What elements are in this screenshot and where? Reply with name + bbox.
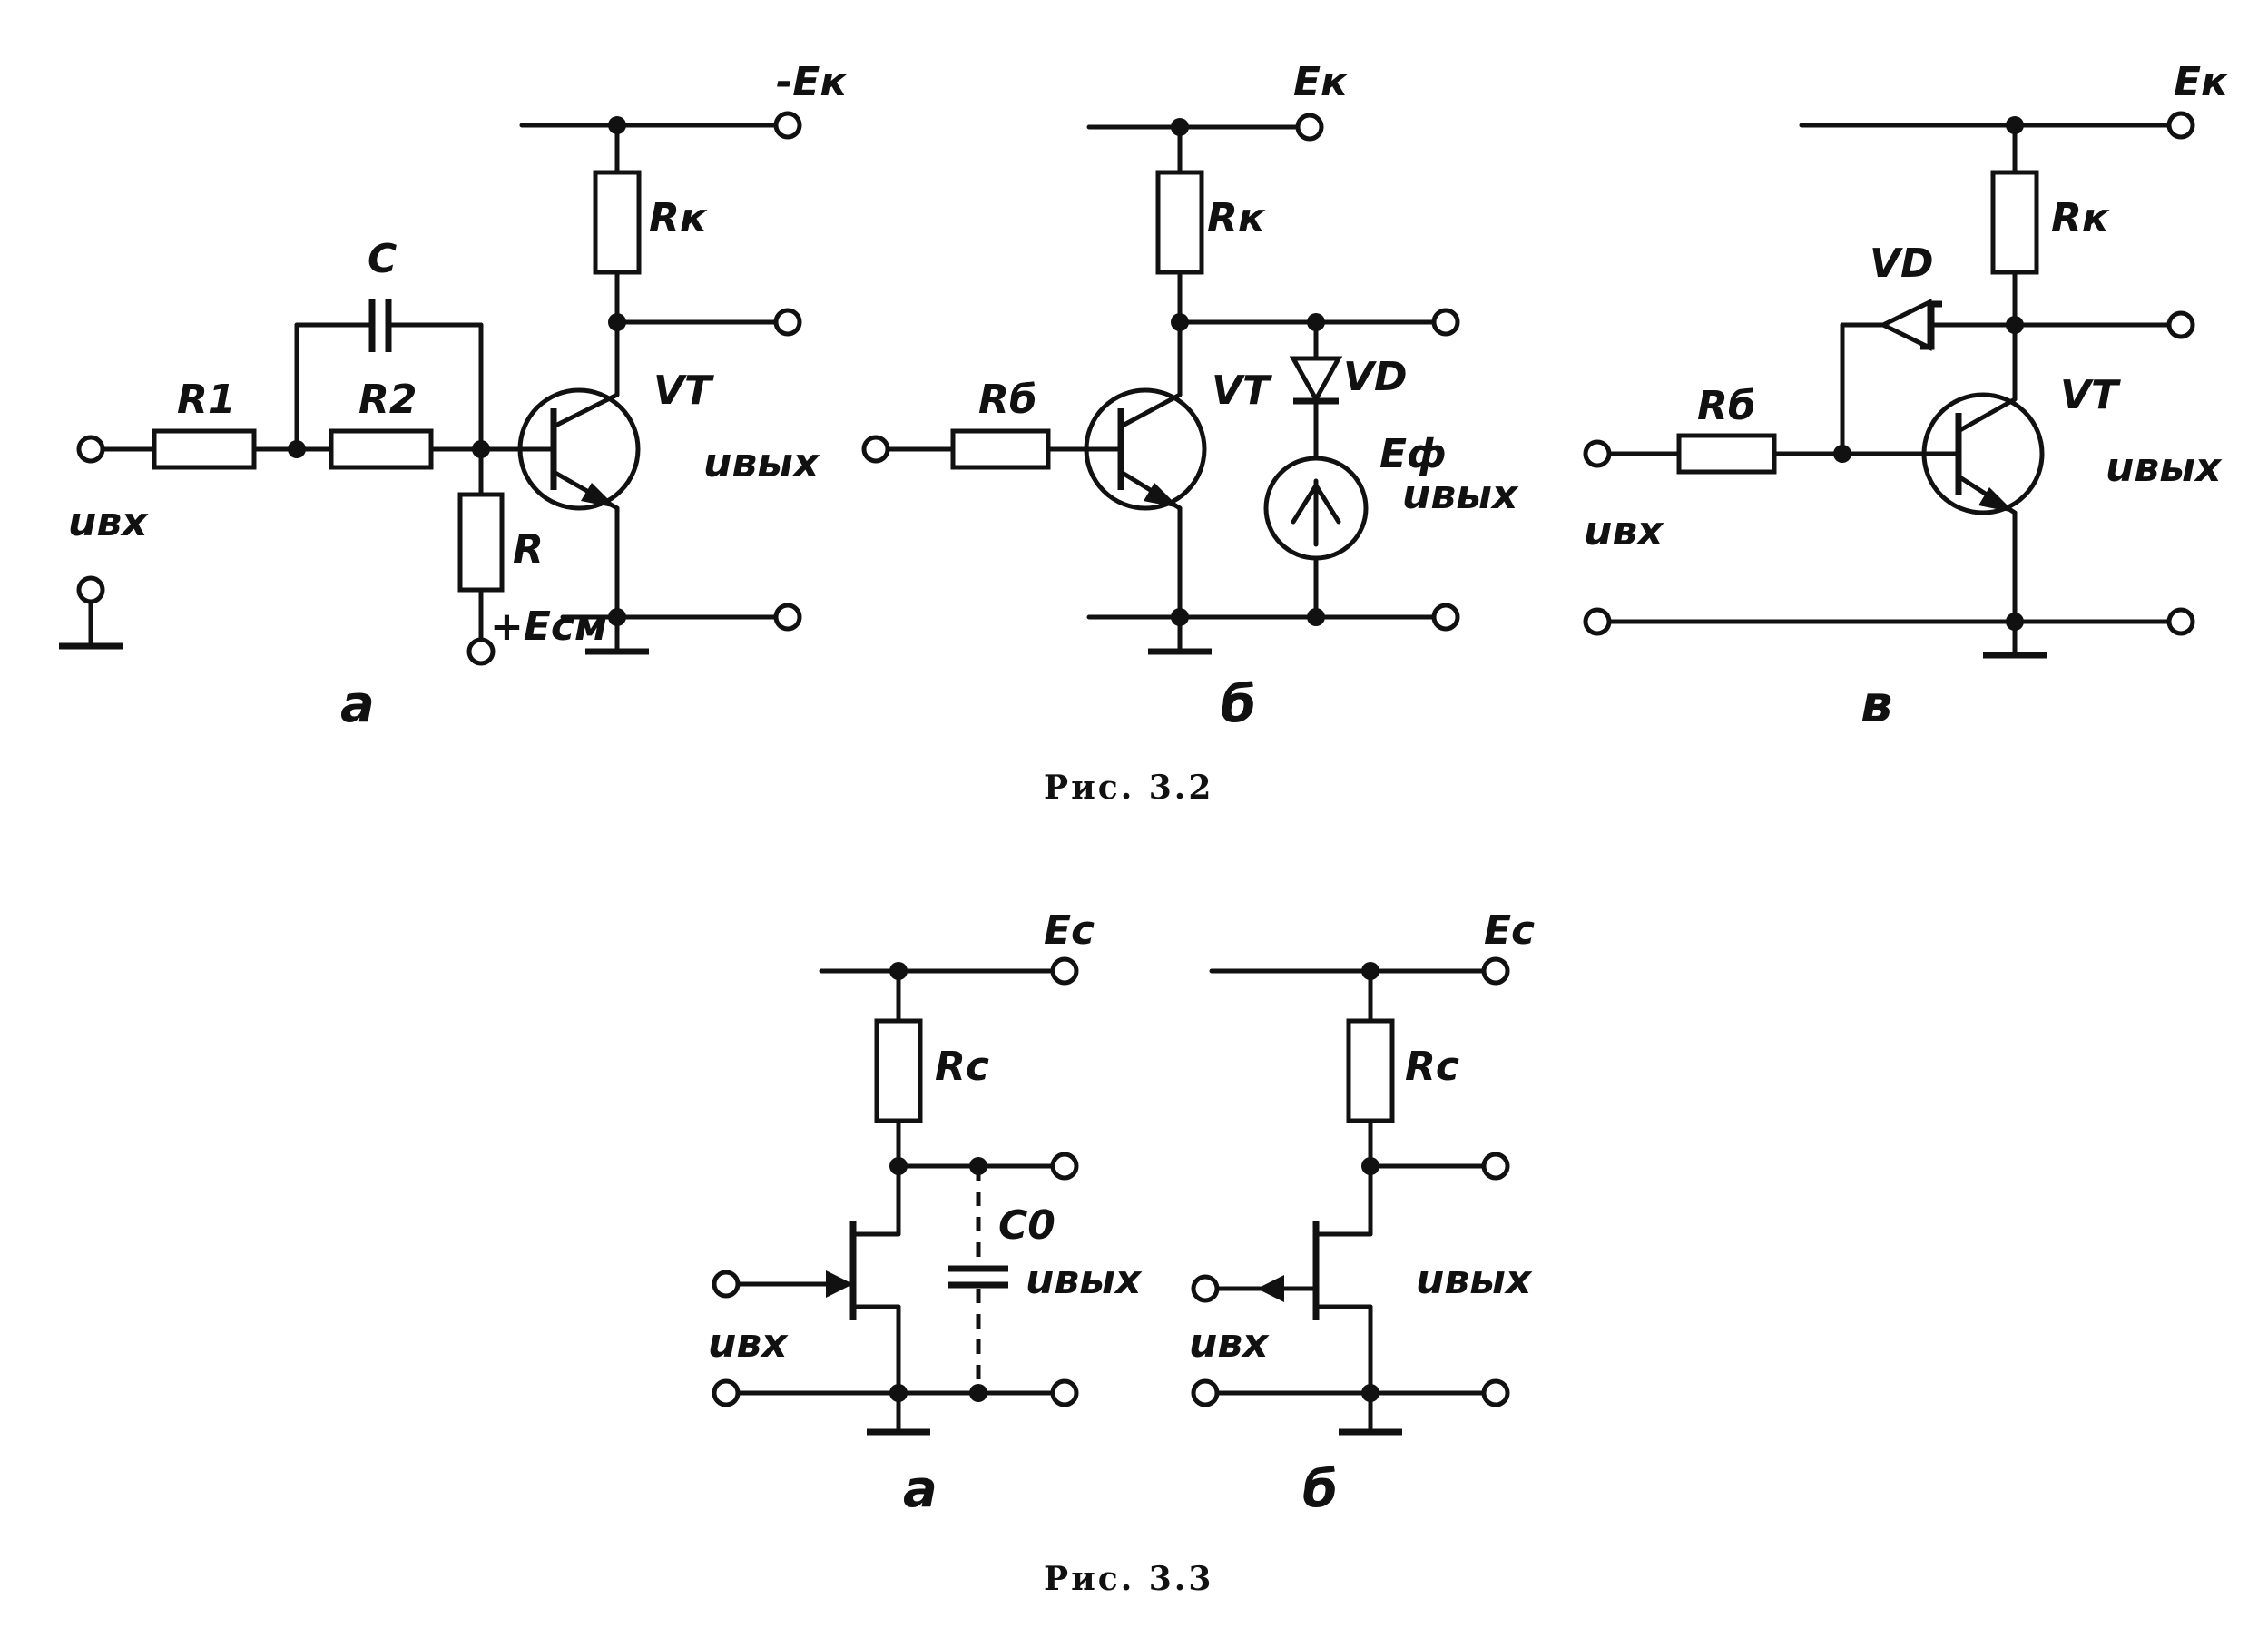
label-uout: uвых xyxy=(703,440,820,486)
sublabel-a: а xyxy=(340,675,375,734)
label-rb: Rб xyxy=(978,377,1037,423)
label-supply: Eк xyxy=(1293,59,1349,105)
resistor-rk xyxy=(1155,170,1204,275)
label-uin: uвх xyxy=(68,499,149,545)
resistor-rk xyxy=(593,170,642,275)
label-rk: Rк xyxy=(2051,195,2110,241)
resistor-r1 xyxy=(152,428,257,470)
label-vd: VD xyxy=(1343,354,1408,400)
sublabel-v: в xyxy=(1861,675,1892,734)
diode-vd xyxy=(1289,356,1343,405)
label-rb: Rб xyxy=(1697,383,1756,429)
label-supply: Eс xyxy=(1044,907,1095,954)
label-r1: R1 xyxy=(177,377,236,423)
label-uout: uвых xyxy=(1026,1257,1143,1303)
resistor-rc xyxy=(874,1018,923,1123)
label-vt: VT xyxy=(653,368,714,414)
label-bias: +Eсм xyxy=(490,603,607,650)
label-vt: VT xyxy=(2060,372,2121,418)
circuit-3-3-a: Eс Rс C0 uвых uвх а xyxy=(708,907,1143,1519)
circuit-3-2-a: -Eк Rк C R1 R2 R VT uвх uвых +Eсм а xyxy=(59,59,848,734)
label-vd: VD xyxy=(1870,240,1934,287)
label-r: R xyxy=(513,526,544,573)
label-rc: Rс xyxy=(1405,1044,1459,1090)
label-vt: VT xyxy=(1212,368,1272,414)
label-ef: Eф xyxy=(1379,431,1447,477)
label-uin: uвх xyxy=(1584,508,1664,554)
resistor-r2 xyxy=(329,428,434,470)
label-rc: Rс xyxy=(935,1044,989,1090)
resistor-rb xyxy=(950,428,1051,470)
caption-fig-3-3: Рис. 3.3 xyxy=(1044,1560,1213,1598)
sublabel-b: б xyxy=(1302,1460,1338,1519)
resistor-rb xyxy=(1676,433,1777,475)
sublabel-a: а xyxy=(903,1460,938,1519)
circuit-3-3-b: Eс Rс uвых uвх б xyxy=(1189,907,1535,1519)
circuit-3-2-v: Eк Rк VD Rб VT uвх uвых в xyxy=(1583,59,2229,734)
label-c: C xyxy=(368,236,397,282)
caption-fig-3-2: Рис. 3.2 xyxy=(1044,769,1213,807)
resistor-rk xyxy=(1990,170,2039,275)
circuit-3-2-b: Eк Rк Rб VT VD Eф uвых б xyxy=(861,59,1519,734)
label-uout: uвых xyxy=(1402,472,1519,518)
label-rk: Rк xyxy=(1207,195,1266,241)
label-supply: -Eк xyxy=(776,59,848,105)
resistor-rc xyxy=(1346,1018,1395,1123)
label-uin: uвх xyxy=(708,1320,789,1367)
label-r2: R2 xyxy=(358,377,417,423)
label-c0: C0 xyxy=(998,1202,1055,1249)
label-supply: Eс xyxy=(1484,907,1535,954)
sublabel-b: б xyxy=(1221,675,1256,734)
resistor-r xyxy=(457,492,505,593)
label-uin: uвх xyxy=(1189,1320,1270,1367)
label-supply: Eк xyxy=(2174,59,2229,105)
label-rk: Rк xyxy=(649,195,708,241)
label-uout: uвых xyxy=(1416,1257,1533,1303)
label-uout: uвых xyxy=(2106,445,2223,491)
